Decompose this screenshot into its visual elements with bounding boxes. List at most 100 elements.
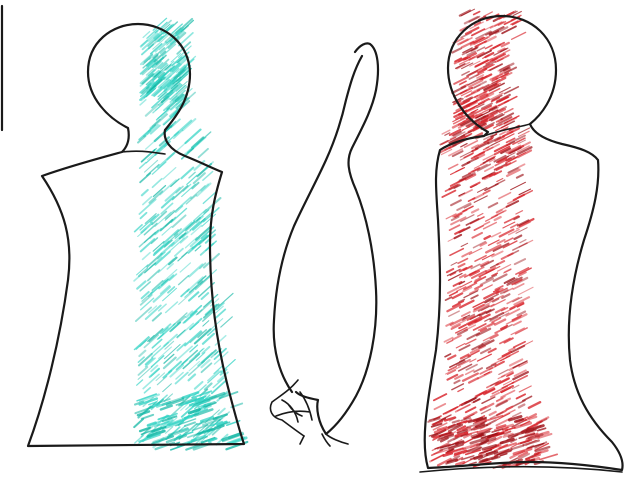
shading-stroke — [505, 216, 519, 223]
shading-stroke — [135, 337, 149, 350]
shading-stroke — [161, 220, 173, 231]
shading-stroke — [512, 32, 526, 39]
shading-stroke — [199, 149, 208, 158]
shading-stroke — [175, 249, 183, 256]
shading-stroke — [458, 389, 464, 392]
shading-stroke — [523, 396, 532, 400]
shading-stroke — [449, 164, 458, 169]
shading-stroke — [161, 406, 172, 410]
shading-stroke — [505, 87, 519, 94]
shading-stroke — [471, 183, 480, 187]
shading-stroke — [485, 45, 492, 48]
side-figure-front-line — [274, 56, 362, 392]
shading-stroke — [451, 168, 465, 175]
shading-stroke — [146, 306, 161, 320]
shading-stroke — [469, 378, 478, 382]
shading-stroke — [187, 175, 197, 184]
shading-stroke — [176, 141, 188, 151]
side-figure-outline — [296, 43, 378, 434]
shading-stroke — [537, 417, 548, 422]
shading-stroke — [459, 190, 472, 197]
shading-stroke — [180, 263, 190, 272]
shading-stroke — [455, 381, 460, 384]
shading-stroke — [466, 407, 476, 412]
shading-stroke — [137, 380, 143, 385]
shading-stroke — [148, 270, 160, 280]
shading-stroke — [472, 209, 478, 212]
shading-stroke — [517, 175, 523, 178]
shading-stroke — [153, 313, 161, 320]
shading-stroke — [190, 332, 202, 342]
shading-stroke — [434, 394, 446, 400]
shading-stroke — [164, 358, 176, 369]
shading-stroke — [145, 388, 151, 393]
shading-stroke — [485, 319, 490, 322]
shading-stroke — [484, 12, 493, 16]
front-figure — [28, 18, 247, 450]
shading-stroke — [519, 164, 525, 167]
shading-stroke — [197, 132, 211, 144]
shading-stroke — [216, 309, 226, 318]
shading-stroke — [485, 167, 493, 171]
shading-stroke — [461, 243, 467, 246]
shading-stroke — [135, 225, 142, 232]
shading-stroke — [181, 168, 193, 179]
shading-stroke — [474, 12, 480, 15]
shading-stroke — [464, 153, 473, 158]
shading-stroke — [489, 203, 497, 207]
shading-stroke — [482, 397, 495, 403]
shading-stroke — [453, 48, 462, 52]
shading-stroke — [140, 163, 146, 169]
shading-stroke — [514, 322, 521, 326]
shading-stroke — [141, 239, 155, 251]
shading-stroke — [185, 331, 201, 345]
shading-stroke — [165, 207, 179, 220]
shading-stroke — [478, 214, 483, 217]
shading-stroke — [453, 210, 467, 217]
shading-stroke — [201, 244, 214, 255]
shading-stroke — [153, 179, 162, 187]
shading-stroke — [177, 343, 185, 350]
shading-stroke — [462, 162, 469, 166]
shading-stroke — [471, 295, 478, 298]
shading-stroke — [474, 368, 482, 372]
shading-stroke — [448, 238, 455, 242]
shading-stroke — [485, 236, 490, 239]
shading-stroke — [519, 386, 531, 392]
shading-stroke — [466, 370, 474, 374]
shading-stroke — [213, 378, 223, 387]
shading-stroke — [518, 287, 533, 294]
shading-stroke — [183, 416, 192, 419]
shading-stroke — [146, 138, 159, 150]
shading-stroke — [195, 382, 203, 389]
shading-stroke — [173, 215, 186, 227]
shading-stroke — [474, 226, 483, 231]
shading-stroke — [482, 285, 492, 290]
shading-stroke — [445, 354, 450, 357]
shading-stroke — [446, 297, 452, 300]
shading-stroke — [518, 128, 529, 134]
shading-stroke — [143, 253, 150, 260]
shading-stroke — [514, 195, 525, 200]
shading-stroke — [484, 222, 489, 225]
shading-stroke — [458, 259, 467, 264]
shading-stroke — [142, 190, 148, 195]
shading-stroke — [540, 454, 557, 459]
shading-stroke — [453, 421, 459, 423]
shading-stroke — [475, 285, 482, 288]
shading-stroke — [477, 47, 484, 51]
shading-stroke — [163, 168, 176, 179]
shading-stroke — [472, 233, 482, 238]
shading-stroke — [177, 323, 193, 337]
shading-stroke — [141, 213, 147, 219]
shading-stroke — [538, 428, 546, 430]
shading-stroke — [507, 407, 513, 410]
shading-stroke — [435, 404, 446, 409]
shading-stroke — [139, 199, 155, 214]
shading-stroke — [511, 182, 526, 189]
shading-stroke — [166, 302, 178, 313]
shading-stroke — [503, 205, 510, 209]
back-left-side-shading — [428, 9, 557, 468]
shading-stroke — [449, 311, 459, 316]
